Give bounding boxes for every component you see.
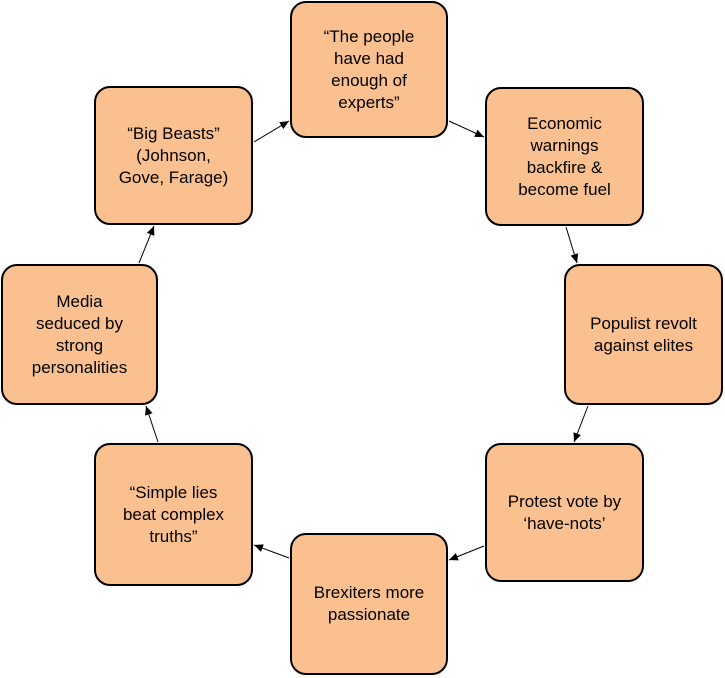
arrow-n5-to-n6	[253, 544, 290, 559]
node-big-beasts: “Big Beasts” (Johnson, Gove, Farage)	[94, 86, 253, 225]
node-brexiters-more-passionate: Brexiters more passionate	[290, 533, 448, 675]
node-label: “Big Beasts” (Johnson, Gove, Farage)	[118, 123, 229, 187]
arrow-n3-to-n4	[573, 405, 589, 443]
node-label: Media seduced by strong personalities	[31, 291, 128, 377]
arrow-n4-to-n5	[448, 545, 485, 561]
node-label: Economic warnings backfire & become fuel	[518, 113, 611, 199]
node-simple-lies: “Simple lies beat complex truths”	[94, 443, 253, 586]
node-label: Protest vote by ‘have-nots’	[507, 491, 622, 533]
node-media-seduced: Media seduced by strong personalities	[1, 264, 158, 405]
arrow-n2-to-n3	[565, 226, 579, 264]
node-economic-warnings-backfire: Economic warnings backfire & become fuel	[485, 87, 644, 226]
arrow-n6-to-n7	[145, 405, 159, 443]
node-label: Brexiters more passionate	[313, 583, 425, 624]
node-label: Populist revolt against elites	[590, 313, 697, 355]
arrow-n7-to-n8	[138, 225, 155, 264]
node-label: “Simple lies beat complex truths”	[122, 482, 225, 546]
node-populist-revolt: Populist revolt against elites	[564, 264, 723, 405]
arrow-n8-to-n1	[253, 120, 290, 143]
node-people-had-enough-of-experts: “The people have had enough of experts”	[290, 1, 448, 138]
arrow-n1-to-n2	[448, 120, 485, 138]
node-label: “The people have had enough of experts”	[323, 26, 415, 112]
node-protest-vote: Protest vote by ‘have-nots’	[485, 443, 644, 582]
